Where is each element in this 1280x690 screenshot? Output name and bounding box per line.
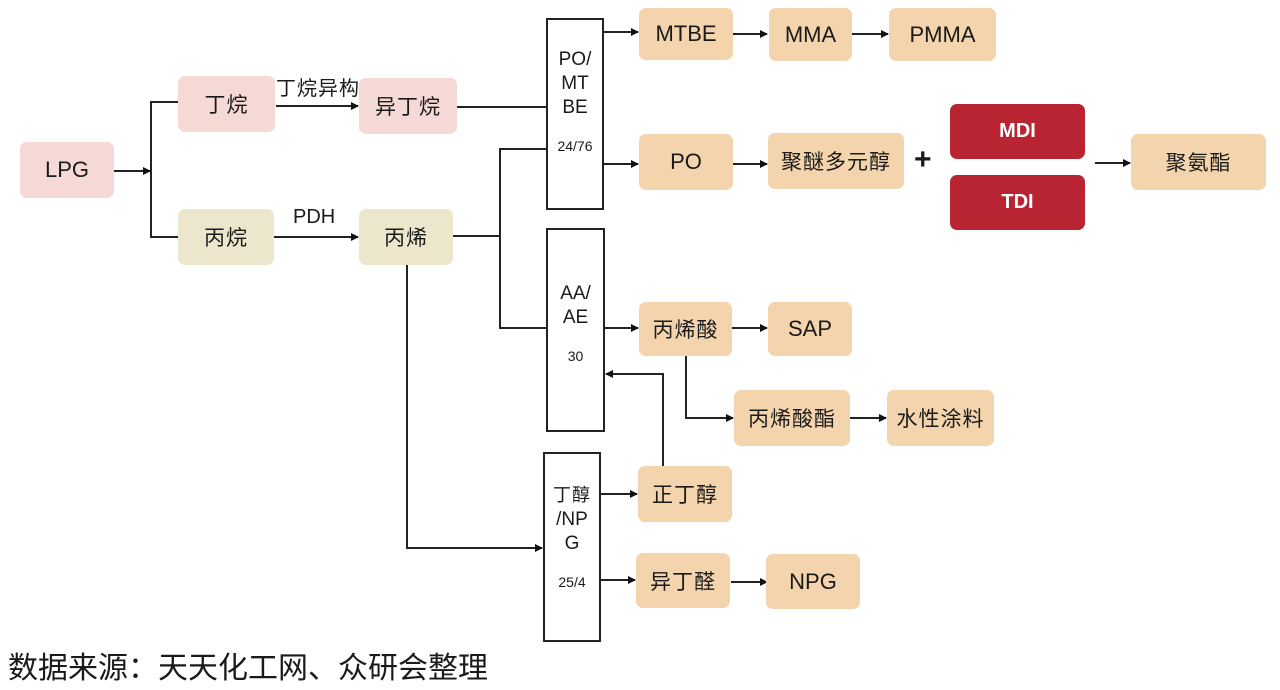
node-polyether-polyol: 聚醚多元醇 bbox=[768, 133, 904, 189]
node-mma: MMA bbox=[769, 8, 852, 61]
node-po: PO bbox=[639, 134, 733, 190]
unit-butanol-npg: 丁醇 /NP G 25/4 bbox=[543, 452, 601, 642]
line-split bbox=[150, 101, 178, 238]
node-tdi: TDI bbox=[950, 175, 1085, 230]
node-lpg: LPG bbox=[20, 142, 114, 198]
unit-aa-ae-ratio: 30 bbox=[567, 348, 584, 364]
process-label-butane-isomerization: 丁烷异构 bbox=[276, 76, 360, 100]
node-propane-label: 丙烷 bbox=[204, 226, 248, 250]
unit-aa-ae: AA/ AE 30 bbox=[546, 228, 605, 432]
node-sap: SAP bbox=[768, 302, 852, 356]
unit-po-mtbe-name: PO/ MT BE bbox=[558, 49, 592, 118]
node-n-butanol: 正丁醇 bbox=[638, 466, 732, 522]
node-propylene-label: 丙烯 bbox=[384, 226, 428, 250]
node-butane: 丁烷 bbox=[178, 76, 275, 132]
node-npg: NPG bbox=[766, 554, 860, 609]
node-mdi: MDI bbox=[950, 104, 1085, 159]
node-butane-label: 丁烷 bbox=[204, 93, 249, 117]
unit-aa-ae-name: AA/ AE bbox=[560, 283, 591, 328]
source-note: 数据来源：天天化工网、众研会整理 bbox=[8, 651, 488, 686]
line-acrylic-acrylate bbox=[685, 356, 734, 422]
line-propylene-butanol bbox=[406, 265, 543, 552]
unit-po-mtbe-ratio: 24/76 bbox=[557, 138, 593, 154]
node-pmma: PMMA bbox=[889, 8, 996, 61]
node-lpg-label: LPG bbox=[44, 157, 90, 182]
process-label-pdh: PDH bbox=[293, 206, 336, 228]
unit-butanol-npg-name: 丁醇 /NP G bbox=[553, 485, 591, 554]
node-propane: 丙烷 bbox=[178, 209, 274, 265]
line-butanol-feedback bbox=[605, 370, 664, 466]
node-acrylic-acid: 丙烯酸 bbox=[639, 302, 732, 356]
node-isobutane: 异丁烷 bbox=[359, 78, 457, 134]
node-propylene: 丙烯 bbox=[359, 209, 453, 265]
node-isobutyraldehyde: 异丁醛 bbox=[636, 553, 730, 608]
node-waterborne-coating: 水性涂料 bbox=[887, 390, 994, 446]
unit-po-mtbe: PO/ MT BE 24/76 bbox=[546, 18, 604, 210]
plus-sign: + bbox=[914, 143, 932, 176]
node-polyurethane: 聚氨酯 bbox=[1131, 134, 1266, 190]
node-isobutane-label: 异丁烷 bbox=[375, 95, 441, 119]
line-bus bbox=[499, 148, 546, 329]
node-acrylate: 丙烯酸酯 bbox=[734, 390, 850, 446]
node-mtbe: MTBE bbox=[639, 8, 733, 60]
unit-butanol-npg-ratio: 25/4 bbox=[558, 574, 586, 590]
